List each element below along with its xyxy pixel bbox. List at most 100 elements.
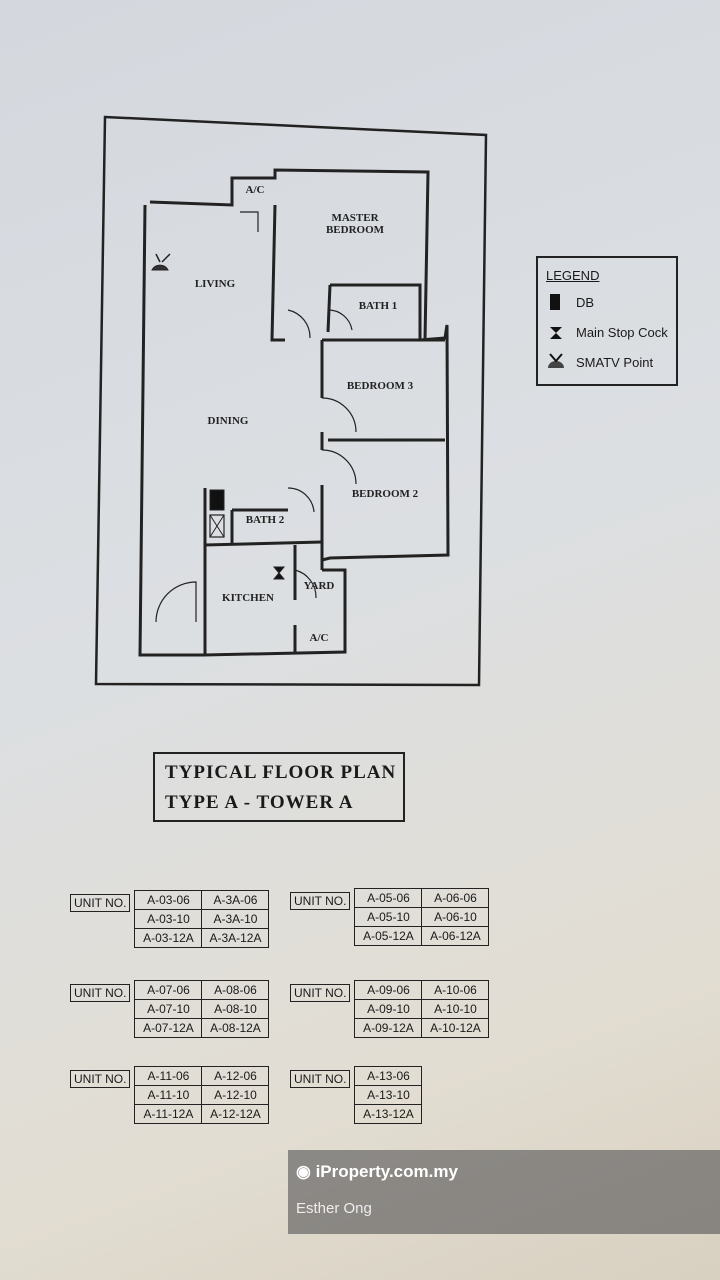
- unit-cell: A-03-10: [134, 909, 203, 929]
- db-icon: [209, 489, 225, 511]
- smatv-icon: [151, 253, 171, 271]
- plan-title-box: TYPICAL FLOOR PLAN TYPE A - TOWER A: [153, 752, 405, 822]
- unit-cell: A-13-06: [354, 1066, 423, 1086]
- unit-no-label: UNIT NO.: [290, 984, 351, 1002]
- unit-cell: A-07-10: [134, 999, 203, 1019]
- plan-frame: [94, 115, 488, 687]
- walls: [138, 168, 450, 657]
- unit-cell: A-05-12A: [354, 926, 423, 946]
- floor-plan-drawing: [94, 115, 488, 687]
- room-bath2: BATH 2: [245, 514, 285, 526]
- unit-cell: A-13-12A: [354, 1104, 423, 1124]
- unit-cell: A-09-06: [354, 980, 423, 1000]
- unit-no-label: UNIT NO.: [290, 892, 351, 910]
- unit-cell: A-09-12A: [354, 1018, 423, 1038]
- unit-cell: A-3A-06: [201, 890, 270, 910]
- unit-cell: A-10-06: [421, 980, 490, 1000]
- room-bath1: BATH 1: [358, 300, 398, 312]
- unit-no-label: UNIT NO.: [290, 1070, 351, 1088]
- room-yard: YARD: [303, 580, 335, 592]
- room-living: LIVING: [194, 278, 236, 290]
- unit-cell: A-12-06: [201, 1066, 270, 1086]
- watermark-brand: ◉ iProperty.com.my: [296, 1162, 458, 1182]
- legend-title: LEGEND: [546, 268, 600, 283]
- unit-cell: A-11-06: [134, 1066, 203, 1086]
- unit-cell: A-06-10: [421, 907, 490, 927]
- unit-cell: A-06-06: [421, 888, 490, 908]
- unit-cell: A-12-10: [201, 1085, 270, 1105]
- stop-cock-icon: [550, 327, 562, 339]
- door-swings: [155, 211, 357, 623]
- watermark-agent: Esther Ong: [296, 1200, 372, 1217]
- unit-cell: A-08-12A: [201, 1018, 270, 1038]
- room-kitchen: KITCHEN: [222, 592, 274, 604]
- plan-title: TYPICAL FLOOR PLAN: [165, 762, 397, 783]
- watermark-brand-text: iProperty.com.my: [315, 1162, 458, 1181]
- unit-cell: A-03-06: [134, 890, 203, 910]
- unit-cell: A-07-06: [134, 980, 203, 1000]
- stop-cock-icon: [272, 566, 286, 580]
- riser-box: [209, 514, 225, 538]
- room-ac-bottom: A/C: [309, 632, 329, 644]
- unit-cell: A-06-12A: [421, 926, 490, 946]
- legend-label: Main Stop Cock: [576, 325, 668, 340]
- unit-cell: A-08-06: [201, 980, 270, 1000]
- legend-label: DB: [576, 295, 595, 310]
- location-pin-icon: ◉: [296, 1162, 311, 1181]
- unit-cell: A-11-10: [134, 1085, 203, 1105]
- unit-cell: A-09-10: [354, 999, 423, 1019]
- room-master-bedroom: MASTER BEDROOM: [325, 212, 385, 236]
- unit-cell: A-05-06: [354, 888, 423, 908]
- unit-cell: A-11-12A: [134, 1104, 203, 1124]
- plan-subtitle: TYPE A - TOWER A: [165, 792, 354, 813]
- unit-no-label: UNIT NO.: [70, 984, 131, 1002]
- room-bedroom2: BEDROOM 2: [351, 488, 419, 500]
- unit-cell: A-10-12A: [421, 1018, 490, 1038]
- room-bedroom3: BEDROOM 3: [346, 380, 414, 392]
- room-dining: DINING: [207, 415, 249, 427]
- unit-cell: A-3A-12A: [201, 928, 270, 948]
- unit-cell: A-05-10: [354, 907, 423, 927]
- smatv-icon: [548, 353, 564, 368]
- unit-cell: A-03-12A: [134, 928, 203, 948]
- db-icon: [550, 294, 560, 310]
- unit-cell: A-3A-10: [201, 909, 270, 929]
- unit-no-label: UNIT NO.: [70, 1070, 131, 1088]
- watermark-overlay: ◉ iProperty.com.my Esther Ong: [288, 1150, 720, 1234]
- table-row: A-13-12A: [354, 1104, 423, 1124]
- unit-cell: A-08-10: [201, 999, 270, 1019]
- legend-box: LEGEND DB Main Stop Cock SMATV Point: [536, 256, 678, 386]
- unit-cell: A-07-12A: [134, 1018, 203, 1038]
- room-ac-top: A/C: [245, 184, 265, 196]
- legend-label: SMATV Point: [576, 355, 654, 370]
- table-row: A-13-06: [354, 1066, 423, 1086]
- unit-no-label: UNIT NO.: [70, 894, 131, 912]
- table-row: A-13-10: [354, 1085, 423, 1105]
- unit-cell: A-10-10: [421, 999, 490, 1019]
- unit-cell: A-12-12A: [201, 1104, 270, 1124]
